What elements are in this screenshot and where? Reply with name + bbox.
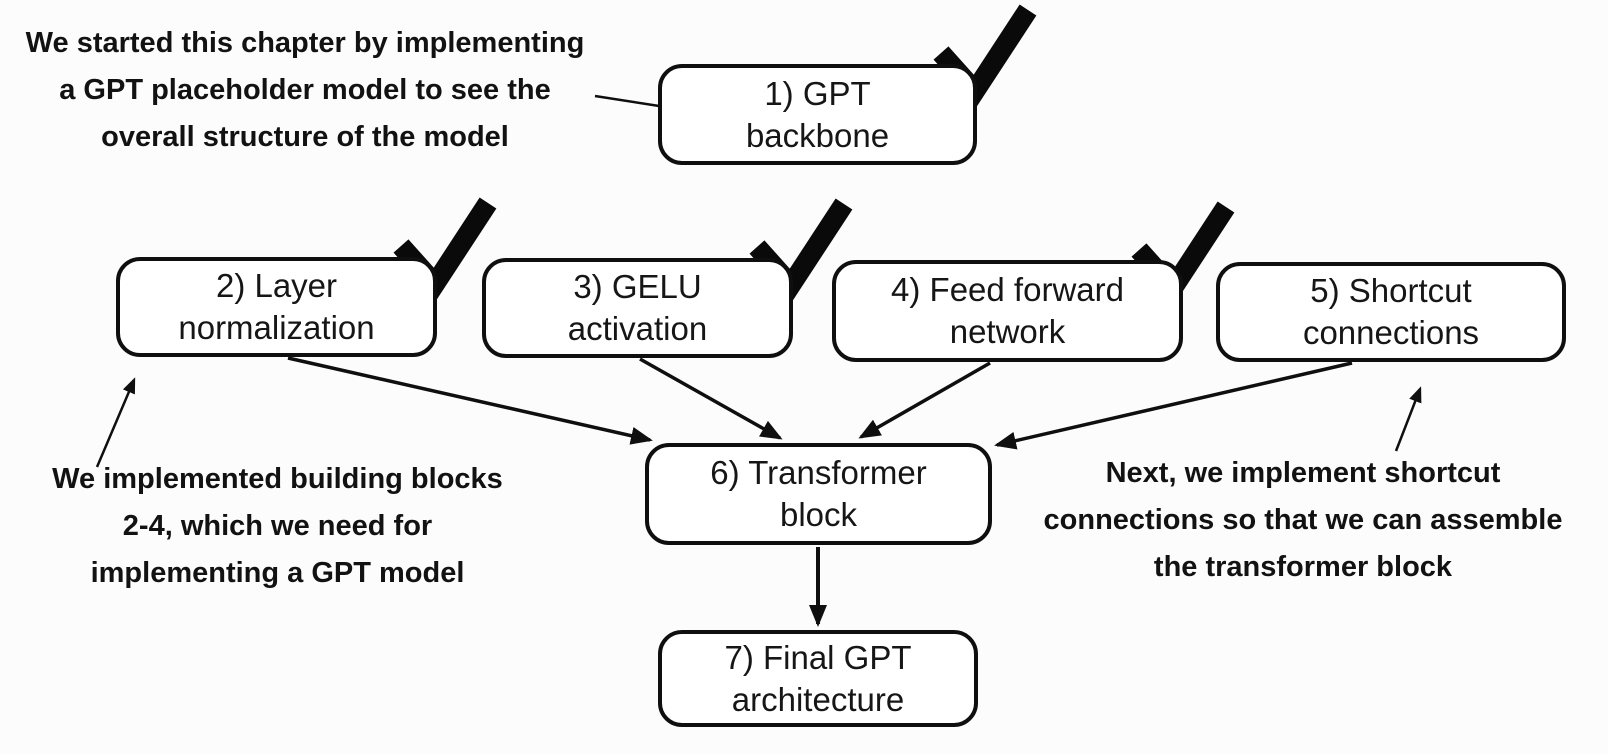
node-label: network [949, 313, 1066, 350]
arrow-gelu-activation-to-transformer-block [639, 357, 783, 440]
arrow-note-to-layer-normalization [95, 377, 136, 468]
node-gelu-activation: 3) GELU activation [482, 258, 793, 358]
annotation-building-blocks-done: We implemented building blocks 2-4, whic… [40, 456, 515, 597]
arrow-feed-forward-to-transformer-block [858, 361, 991, 439]
arrow-layer-normalization-to-transformer-block [287, 356, 653, 445]
node-label: activation [567, 310, 708, 347]
node-label: 6) Transformer [710, 454, 927, 491]
node-label: 1) GPT [764, 74, 871, 112]
annotation-line: implementing a GPT model [90, 557, 465, 589]
arrow-shortcut-connections-to-transformer-block [994, 361, 1353, 450]
annotation-line: the transformer block [1153, 551, 1453, 583]
node-label: 3) GELU [573, 268, 702, 305]
node-label: 7) Final GPT [724, 638, 912, 676]
annotation-line: 2-4, which we need for [122, 510, 433, 542]
node-label: 4) Feed forward [891, 271, 1124, 308]
annotation-line: connections so that we can assemble [1043, 504, 1563, 536]
node-feed-forward-network: 4) Feed forward network [832, 260, 1183, 362]
annotation-next-step: Next, we implement shortcut connections … [1040, 450, 1566, 591]
annotation-line: a GPT placeholder model to see the [59, 74, 551, 106]
node-layer-normalization: 2) Layer normalization [116, 257, 437, 357]
node-label: 2) Layer [215, 267, 338, 304]
node-label: connections [1302, 314, 1480, 351]
annotation-chapter-intro: We started this chapter by implementing … [10, 20, 600, 161]
node-transformer-block: 6) Transformer block [645, 443, 992, 545]
node-label: architecture [731, 680, 905, 718]
node-label: backbone [745, 116, 890, 154]
node-gpt-backbone: 1) GPT backbone [658, 64, 977, 165]
node-label: normalization [178, 309, 375, 346]
annotation-line: We implemented building blocks [52, 463, 503, 495]
node-final-gpt-architecture: 7) Final GPT architecture [658, 630, 978, 727]
node-shortcut-connections: 5) Shortcut connections [1216, 262, 1566, 362]
annotation-line: overall structure of the model [101, 121, 509, 153]
node-label: block [779, 496, 858, 533]
node-label: 5) Shortcut [1310, 272, 1472, 309]
annotation-line: Next, we implement shortcut [1105, 457, 1501, 489]
arrow-note-to-shortcut-connections [1394, 386, 1422, 452]
annotation-line: We started this chapter by implementing [25, 27, 585, 59]
